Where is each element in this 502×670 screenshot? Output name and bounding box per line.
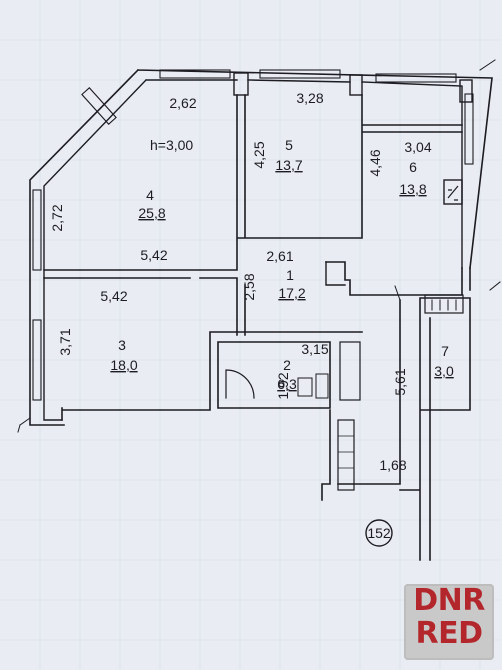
windows [32, 69, 474, 401]
room-4-area: 25,8 [138, 205, 165, 221]
dim-hall-side: 2,58 [241, 273, 257, 300]
outer-wall-inner [43, 79, 463, 421]
column [349, 74, 363, 96]
room-2-area: 6,3 [277, 376, 297, 392]
room-7-area: 3,0 [434, 363, 454, 379]
dim-top-room2: 3,15 [301, 341, 328, 357]
dim-top-room4: 2,62 [169, 95, 196, 111]
room-4-number: 4 [146, 187, 154, 203]
outer-wall-outer [29, 68, 493, 426]
stamp-number: 152 [367, 525, 391, 541]
dim-bottom-room4: 5,42 [140, 247, 167, 263]
watermark-logo: DNR RED [404, 584, 494, 660]
room-5-number: 5 [285, 137, 293, 153]
electrical-panel [443, 179, 463, 205]
door-swing [225, 369, 255, 399]
room-3-area: 18,0 [110, 357, 137, 373]
ceiling-height-label: h=3,00 [150, 137, 193, 153]
toilet [315, 373, 329, 399]
dim-side-room3: 3,71 [57, 328, 73, 355]
room-2-number: 2 [283, 357, 291, 373]
column [459, 79, 473, 103]
room-1-number: 1 [286, 267, 294, 283]
column [233, 72, 249, 96]
vent-shaft [337, 419, 355, 491]
dim-side-room5: 4,25 [251, 141, 267, 168]
dim-top-room3: 5,42 [100, 288, 127, 304]
dim-side-room4: 2,72 [49, 204, 65, 231]
stamp-circle [365, 519, 393, 547]
dim-top-room5: 3,28 [296, 90, 323, 106]
dim-side-room2: 1,92 [275, 372, 291, 399]
dim-side-room6: 4,46 [367, 149, 383, 176]
room-5-area: 13,7 [275, 157, 302, 173]
room-7-number: 7 [441, 343, 449, 359]
dim-hall-top: 2,61 [266, 248, 293, 264]
sink [297, 377, 313, 397]
room-1-area: 17,2 [278, 285, 305, 301]
walls [17, 59, 501, 561]
dim-side-corridor: 5,61 [392, 368, 408, 395]
inner-walls [43, 94, 471, 561]
room-6-area: 13,8 [399, 181, 426, 197]
dim-entrance: 1,68 [379, 457, 406, 473]
dim-top-room6: 3,04 [404, 139, 431, 155]
room-6-number: 6 [409, 159, 417, 175]
bathtub [339, 341, 361, 401]
kitchen-step [325, 261, 346, 286]
watermark-line-2: RED [415, 616, 484, 651]
balcony-box [424, 294, 464, 314]
dimension-lines [17, 59, 501, 433]
watermark-line-1: DNR [413, 583, 485, 618]
room-3-number: 3 [118, 337, 126, 353]
electrical-panel-symbol [447, 185, 459, 201]
